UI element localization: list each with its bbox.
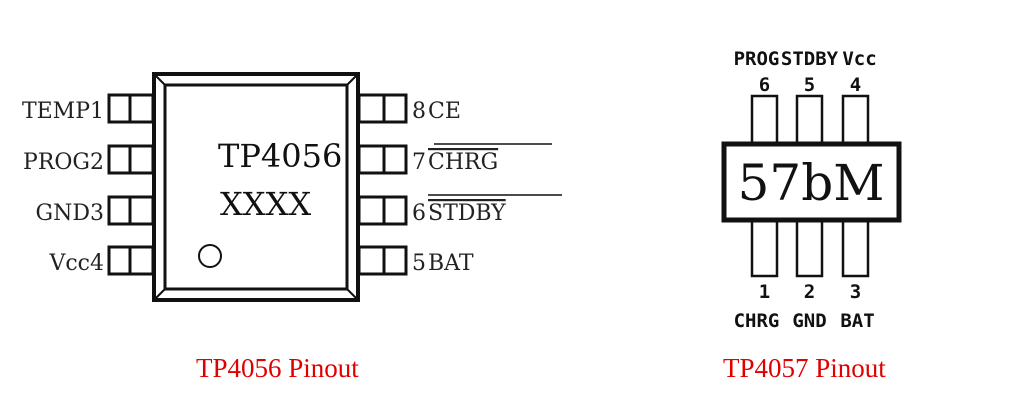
tp4056-pin-name: Vcc [48, 251, 90, 276]
tp4057-pin-name: Vcc [842, 48, 876, 70]
tp4056-marking-2: XXXX [220, 185, 311, 223]
tp4056-pin-name: CHRG [428, 150, 498, 175]
tp4056-pin-name: TEMP [22, 99, 90, 124]
tp4056-pin-label: 7CHRG [412, 150, 498, 175]
tp4057-pin-number: 2 [804, 281, 815, 303]
tp4056-caption: TP4056 Pinout [196, 353, 359, 383]
tp4057-pin-3 [841, 216, 870, 278]
tp4056-pin-name: BAT [428, 251, 474, 276]
tp4056-pin-number: 6 [412, 201, 426, 226]
tp4056-pin-number: 8 [412, 99, 426, 124]
pin1-indicator-icon [198, 244, 222, 268]
tp4056-pin-number: 4 [90, 251, 104, 276]
tp4057-pin-number: 6 [759, 74, 770, 96]
tp4056-pin-number: 3 [90, 201, 104, 226]
tp4057-body [721, 141, 902, 223]
tp4057-pin-6 [750, 94, 779, 148]
tp4056-pin-label: 5BAT [412, 251, 474, 276]
tp4057-pin-2 [795, 216, 824, 278]
tp4057-pin-number: 5 [804, 74, 815, 96]
tp4056-pin-name: STDBY [428, 201, 506, 226]
tp4056-pin-label: GND3 [36, 201, 104, 226]
tp4056-package: TP4056 XXXX [152, 72, 360, 302]
tp4056-pin-number: 7 [412, 150, 426, 175]
tp4056-body-inner [163, 83, 349, 291]
tp4056-pin-number: 1 [90, 99, 104, 124]
tp4056-pin-name: PROG [23, 150, 90, 175]
tp4056-body-outer [152, 72, 360, 302]
tp4057-caption: TP4057 Pinout [723, 353, 886, 383]
tp4056-pin-label: Vcc4 [48, 251, 104, 276]
tp4057-pin-name: GND [792, 310, 826, 332]
tp4056-pin-label: PROG2 [23, 150, 104, 175]
tp4056-pin-number: 5 [412, 251, 426, 276]
tp4057-pin-number: 3 [850, 281, 861, 303]
tp4057-package: 57bM [721, 141, 902, 223]
tp4057-pin-number: 4 [850, 74, 861, 96]
tp4057-pin-name: CHRG [734, 310, 780, 332]
tp4056-pin-number: 2 [90, 150, 104, 175]
tp4057-pin-number: 1 [759, 281, 770, 303]
tp4057-pin-name: STDBY [781, 48, 839, 70]
tp4057-pin-5 [795, 94, 824, 148]
tp4057-pin-name: PROG [734, 48, 780, 70]
tp4057-pin-1 [750, 216, 779, 278]
tp4056-pin-label: TEMP1 [22, 99, 104, 124]
tp4057-pin-name: BAT [840, 310, 874, 332]
tp4057-pin-4 [841, 94, 870, 148]
tp4056-marking-1: TP4056 [218, 137, 342, 175]
tp4056-pin-label: 6STDBY [412, 201, 506, 226]
tp4056-pin-name: GND [36, 201, 90, 226]
tp4057-marking: 57bM [738, 154, 885, 212]
tp4056-pin-name: CE [428, 99, 461, 124]
tp4056-pin-label: 8CE [412, 99, 461, 124]
